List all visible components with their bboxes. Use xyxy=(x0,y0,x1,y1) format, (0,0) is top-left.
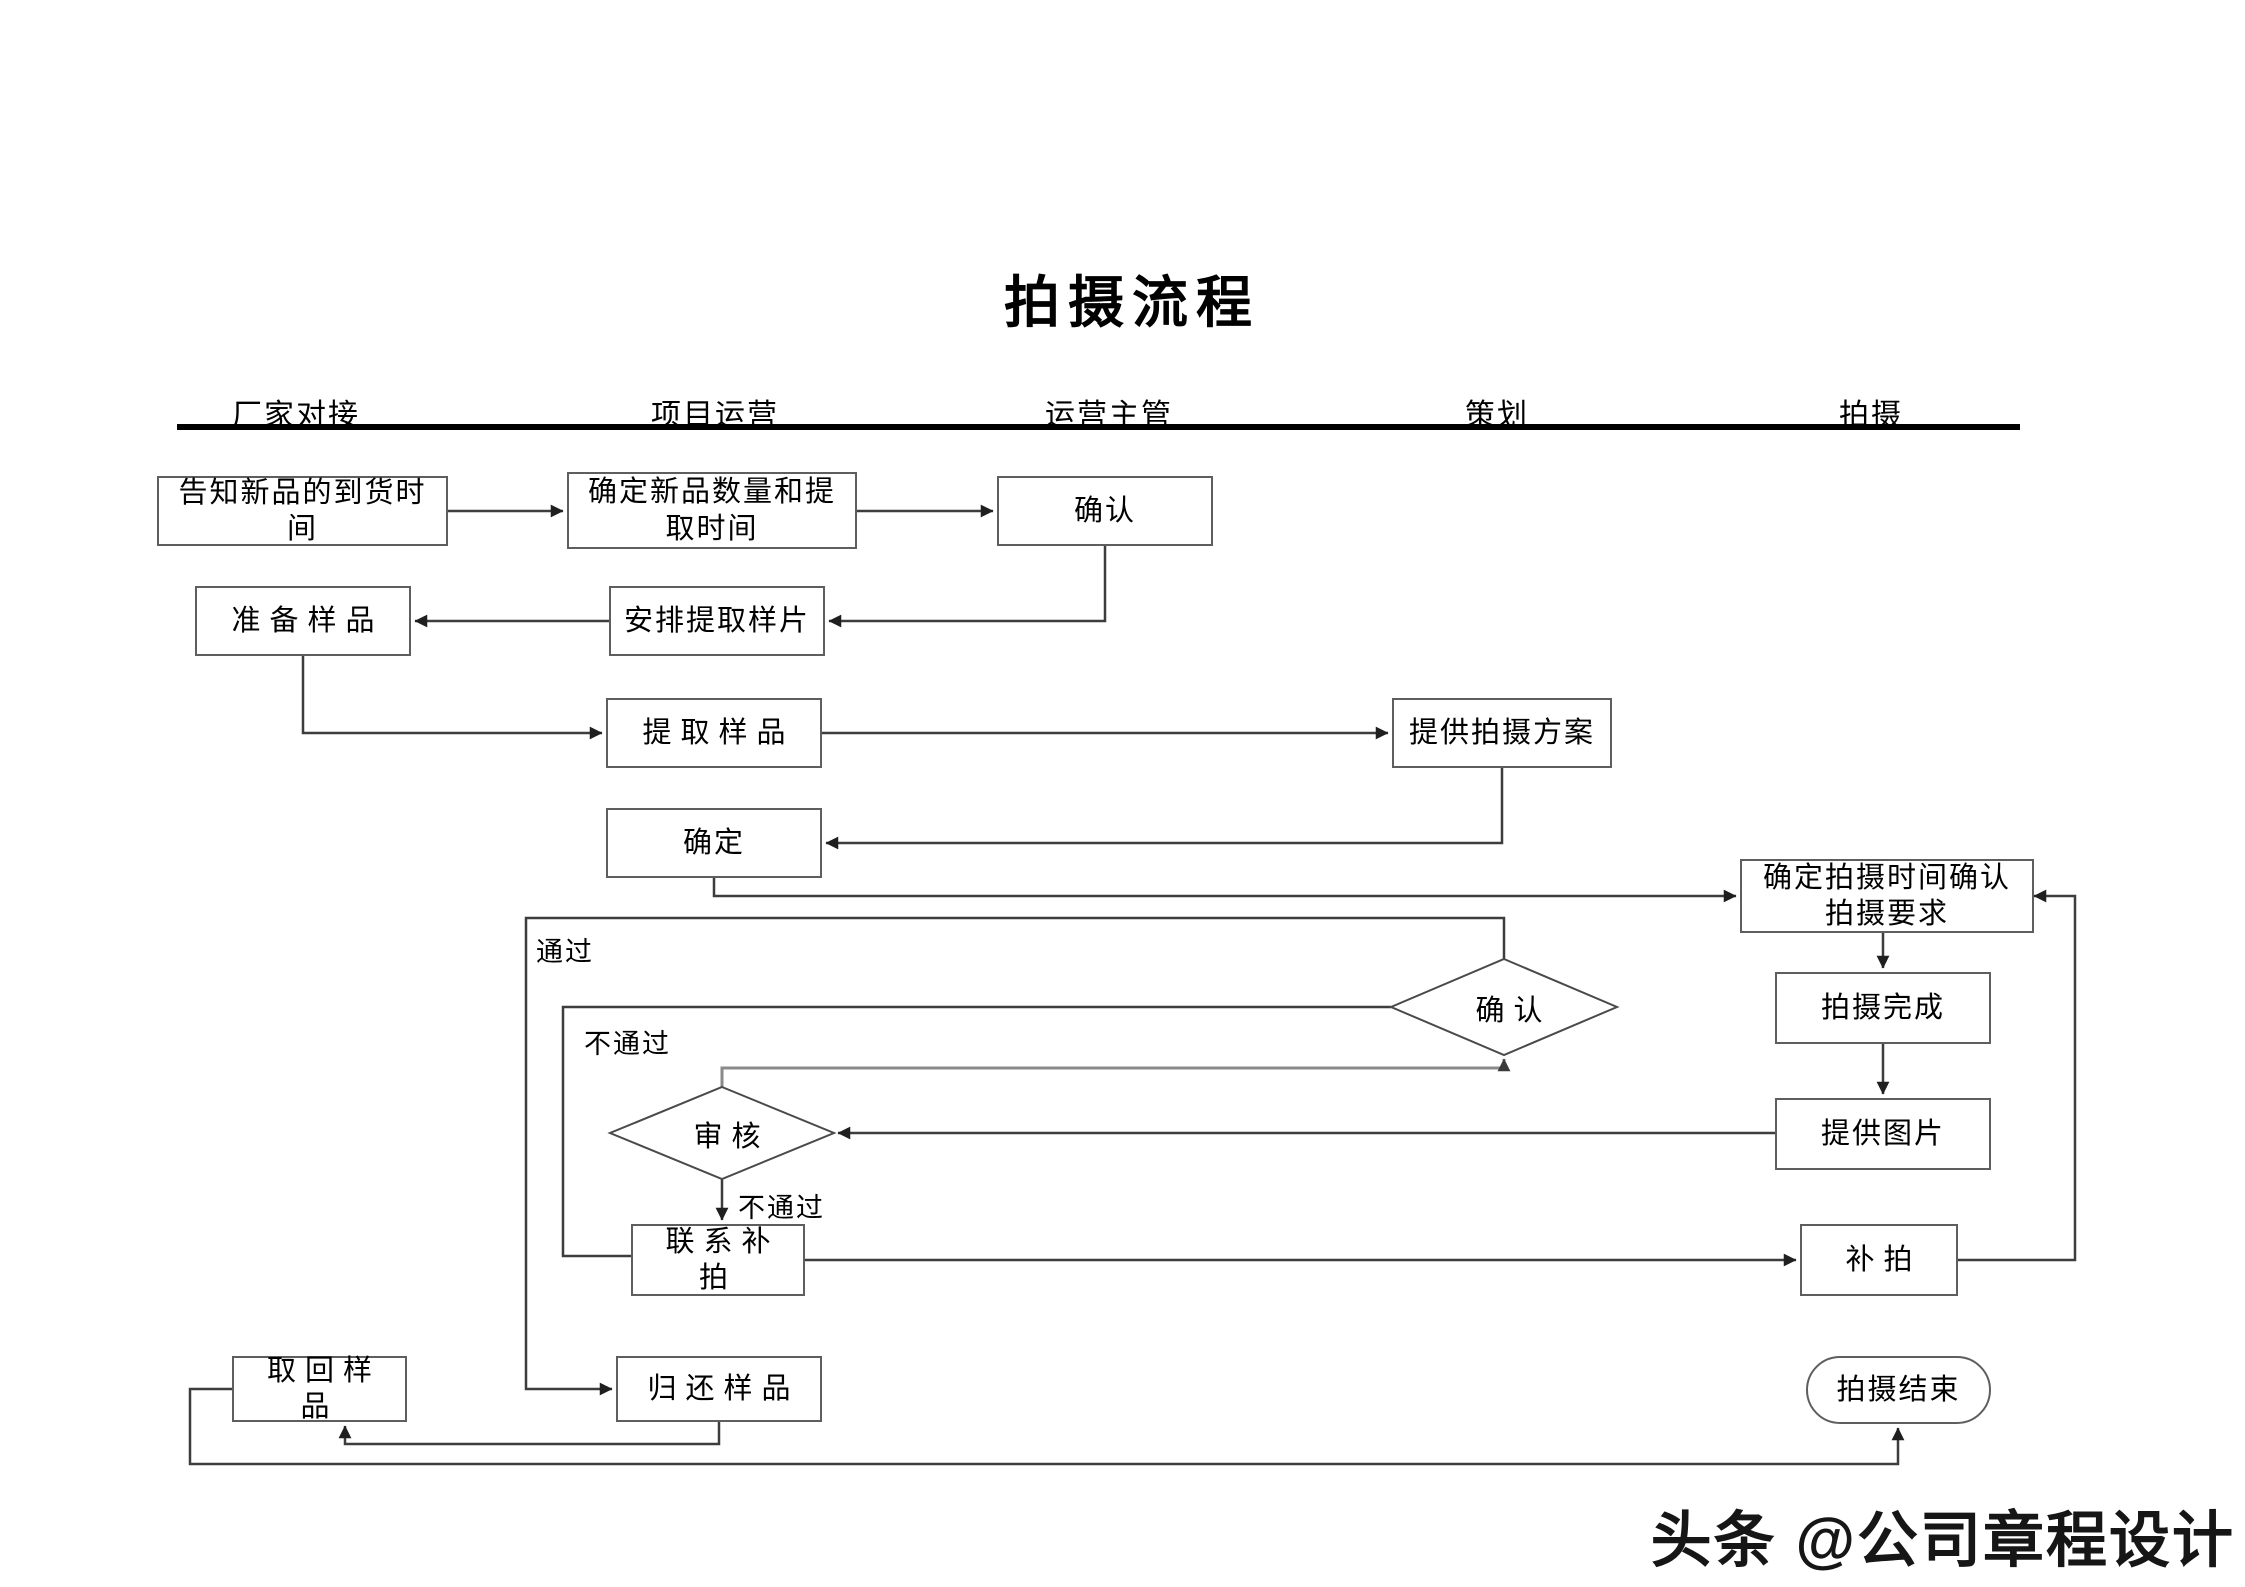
node-shoot-end: 拍摄结束 xyxy=(1806,1356,1991,1424)
edge-confirm-to-arrange xyxy=(828,546,1107,628)
decision-confirm-shape xyxy=(1388,957,1620,1057)
node-confirm-receipt: 确认 xyxy=(997,476,1213,546)
edge-plan-to-confirm2 xyxy=(825,768,1504,850)
node-return-samples: 归还样品 xyxy=(616,1356,822,1422)
node-label: 拍摄结束 xyxy=(1836,1373,1961,1406)
node-label: 提供图片 xyxy=(1820,1117,1945,1150)
node-confirm-plan: 确定 xyxy=(606,808,822,878)
node-label: 确定拍摄时间确认拍摄要求 xyxy=(1762,861,2011,930)
node-label: 联系补拍 xyxy=(665,1225,780,1294)
node-contact-reshoot: 联系补拍 xyxy=(631,1224,805,1296)
watermark-text: 头条 @公司章程设计 xyxy=(1650,1506,2235,1574)
lane-divider-bar xyxy=(177,424,2020,430)
node-prepare-samples: 准备样品 xyxy=(195,586,411,656)
node-provide-plan: 提供拍摄方案 xyxy=(1392,698,1612,768)
node-label: 提供拍摄方案 xyxy=(1408,716,1595,749)
edge-label-fail-review: 不通过 xyxy=(738,1193,825,1223)
node-label: 取回样品 xyxy=(266,1354,381,1423)
edge-review-pass-to-confirm xyxy=(720,1058,1511,1087)
edge-return-to-retrieve xyxy=(338,1422,721,1446)
node-label: 归还样品 xyxy=(647,1372,800,1405)
node-retrieve-samples: 取回样品 xyxy=(232,1355,407,1423)
decision-review-label: 审核 xyxy=(693,1121,770,1153)
edge-prepare-to-pickup xyxy=(301,656,603,740)
node-confirm-shoot-time: 确定拍摄时间确认拍摄要求 xyxy=(1740,859,2034,933)
node-label: 确认 xyxy=(1073,494,1136,527)
node-label: 安排提取样片 xyxy=(623,604,810,637)
node-label: 确定新品数量和提取时间 xyxy=(587,476,836,545)
node-label: 提取样品 xyxy=(642,716,795,749)
node-label: 补拍 xyxy=(1845,1243,1922,1276)
node-pickup-samples: 提取样品 xyxy=(606,698,822,768)
node-confirm-qty-time: 确定新品数量和提取时间 xyxy=(567,472,857,549)
decision-confirm-label: 确认 xyxy=(1475,995,1552,1027)
decision-review-shape xyxy=(607,1085,837,1181)
node-label: 告知新品的到货时间 xyxy=(178,476,427,545)
edge-confirm-pass-to-return xyxy=(524,916,1506,1396)
node-provide-images: 提供图片 xyxy=(1775,1098,1991,1170)
edge-reshoot-to-shoottime xyxy=(1958,889,2077,1262)
node-reshoot: 补拍 xyxy=(1800,1224,1958,1296)
node-shoot-done: 拍摄完成 xyxy=(1775,972,1991,1044)
node-label: 准备样品 xyxy=(231,604,384,637)
edge-label-fail-confirm: 不通过 xyxy=(584,1029,671,1059)
node-label: 拍摄完成 xyxy=(1820,991,1945,1024)
page-title: 拍摄流程 xyxy=(1004,273,1260,335)
edge-retrieve-to-end xyxy=(188,1387,1905,1466)
edge-confirm2-to-shoottime xyxy=(712,878,1737,903)
node-notify-arrival: 告知新品的到货时间 xyxy=(157,476,448,546)
edge-label-pass: 通过 xyxy=(536,937,594,967)
node-label: 确定 xyxy=(682,826,745,859)
node-arrange-pickup: 安排提取样片 xyxy=(609,586,825,656)
